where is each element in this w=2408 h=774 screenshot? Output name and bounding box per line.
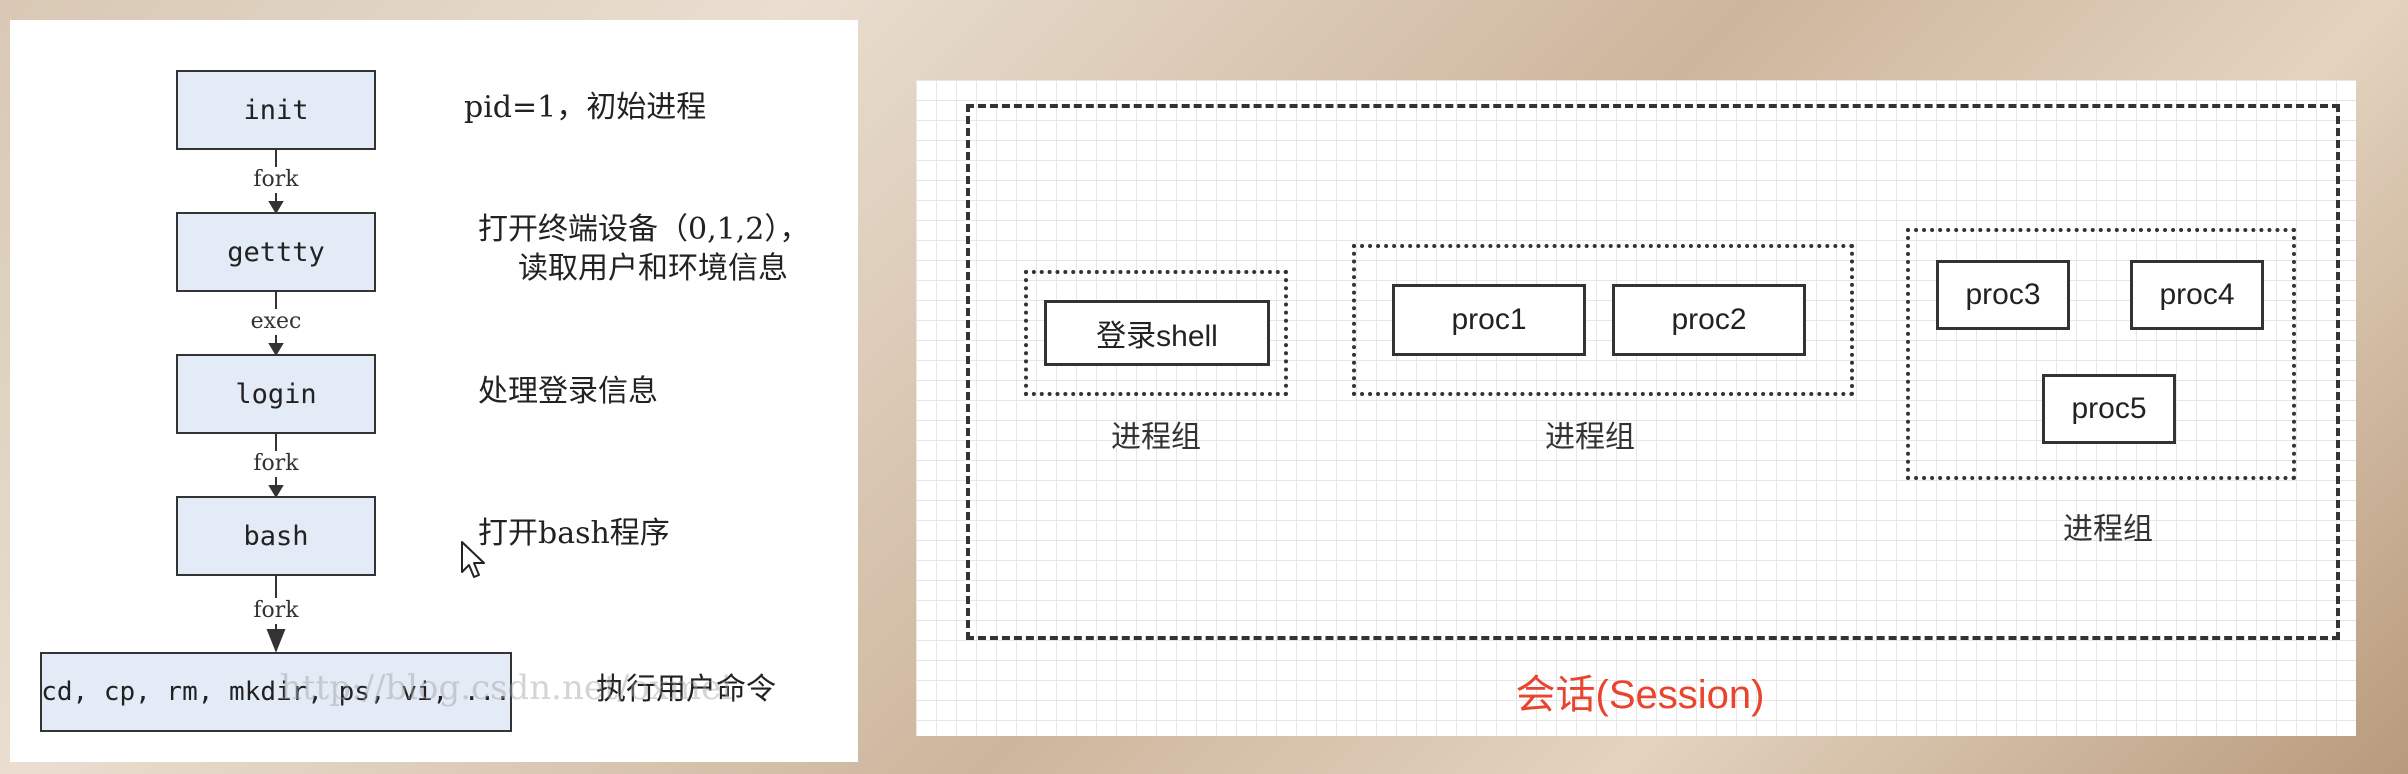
startup-chain-panel <box>10 20 858 762</box>
group-label-2: 进程组 <box>1545 421 1635 454</box>
process-group-1 <box>1024 270 1288 396</box>
desc-getty-line2: 读取用户和环境信息 <box>518 251 788 286</box>
group-label-1: 进程组 <box>1111 421 1201 454</box>
session-border <box>966 104 2340 640</box>
session-label: 会话(Session) <box>1515 673 1765 717</box>
process-group-3 <box>1906 228 2296 480</box>
process-proc4: proc4 <box>2130 260 2264 330</box>
node-login: login <box>176 354 376 434</box>
desc-login: 处理登录信息 <box>478 374 658 409</box>
process-login-shell: 登录shell <box>1044 300 1270 366</box>
process-proc5: proc5 <box>2042 374 2176 444</box>
process-group-2 <box>1352 244 1854 396</box>
edge-label-fork-1: fork <box>216 167 336 193</box>
desc-user-commands: 执行用户命令 <box>596 672 776 707</box>
mouse-cursor-icon <box>461 541 485 578</box>
desc-getty-line1: 打开终端设备（0,1,2）， <box>478 212 810 247</box>
group-label-3: 进程组 <box>2063 513 2153 546</box>
process-proc3: proc3 <box>1936 260 2070 330</box>
node-bash: bash <box>176 496 376 576</box>
node-user-commands: cd, cp, rm, mkdir, ps, vi, ... <box>40 652 512 732</box>
edge-label-exec: exec <box>216 309 336 335</box>
process-proc2: proc2 <box>1612 284 1806 356</box>
edge-label-fork-3: fork <box>216 598 336 624</box>
desc-bash: 打开bash程序 <box>478 516 670 551</box>
node-init: init <box>176 70 376 150</box>
process-proc1: proc1 <box>1392 284 1586 356</box>
node-getty: gettty <box>176 212 376 292</box>
edge-label-fork-2: fork <box>216 451 336 477</box>
watermark: http://blog.csdn.net/oxmei <box>280 668 733 708</box>
desc-init: pid=1，初始进程 <box>464 90 707 125</box>
session-panel <box>916 80 2356 736</box>
